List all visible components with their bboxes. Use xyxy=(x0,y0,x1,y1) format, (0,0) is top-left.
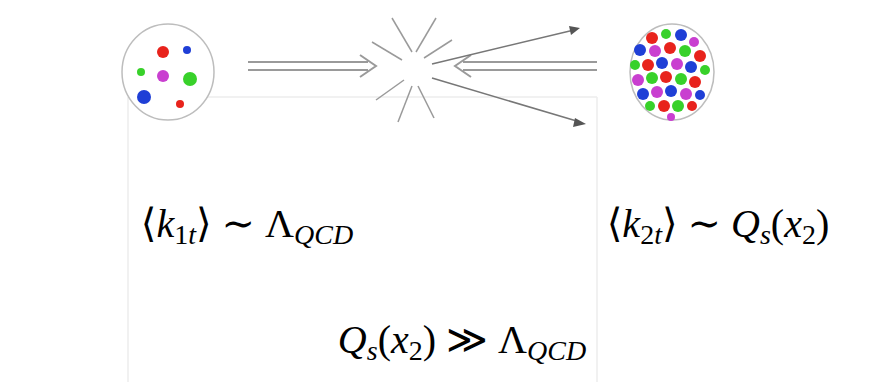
collision-burst xyxy=(372,18,452,122)
formula-run: ) ≫ Λ xyxy=(423,317,527,362)
formula-run: 2 xyxy=(409,335,423,366)
formula-run: ⟩ ∼ xyxy=(662,201,731,246)
subscript: s xyxy=(367,335,378,366)
formula-label: ⟨k2t⟩ ∼ Qs(x2) xyxy=(607,200,830,248)
subscript: 2 xyxy=(409,335,423,366)
formula-run: x xyxy=(391,317,409,362)
formula-run: ( xyxy=(771,201,784,246)
formula-run: 2 xyxy=(802,219,816,250)
subscript: 1t xyxy=(174,219,196,250)
formula-run: ⟩ ∼ Λ xyxy=(196,201,294,246)
formula-run: ) xyxy=(816,201,829,246)
formula-run: x xyxy=(784,201,802,246)
faint-frame xyxy=(128,97,597,382)
subscript: 2 xyxy=(802,219,816,250)
subscript: s xyxy=(760,219,771,250)
dense-nucleus xyxy=(630,24,714,121)
formula-run: ( xyxy=(378,317,391,362)
formula-run: ⟨ xyxy=(141,201,157,246)
outgoing-particles xyxy=(432,26,586,127)
subscript: QCD xyxy=(294,219,353,250)
formula-run: QCD xyxy=(527,335,586,366)
formula-label: ⟨k1t⟩ ∼ ΛQCD xyxy=(141,200,353,248)
dilute-proton xyxy=(122,24,214,120)
formula-run: Q xyxy=(731,201,760,246)
formula-run: QCD xyxy=(294,219,353,250)
formula-run: k xyxy=(156,201,174,246)
formula-run: t xyxy=(654,219,662,250)
formula-run: 2 xyxy=(640,219,654,250)
formula-run: s xyxy=(367,335,378,366)
formula-run: s xyxy=(760,219,771,250)
formula-run: t xyxy=(188,219,196,250)
incoming-arrows xyxy=(248,55,597,77)
subscript: QCD xyxy=(527,335,586,366)
formula-run: k xyxy=(622,201,640,246)
formula-run: ⟨ xyxy=(607,201,623,246)
subscript: 2t xyxy=(640,219,662,250)
formula-label: Qs(x2) ≫ ΛQCD xyxy=(338,316,586,364)
formula-run: 1 xyxy=(174,219,188,250)
formula-run: Q xyxy=(338,317,367,362)
